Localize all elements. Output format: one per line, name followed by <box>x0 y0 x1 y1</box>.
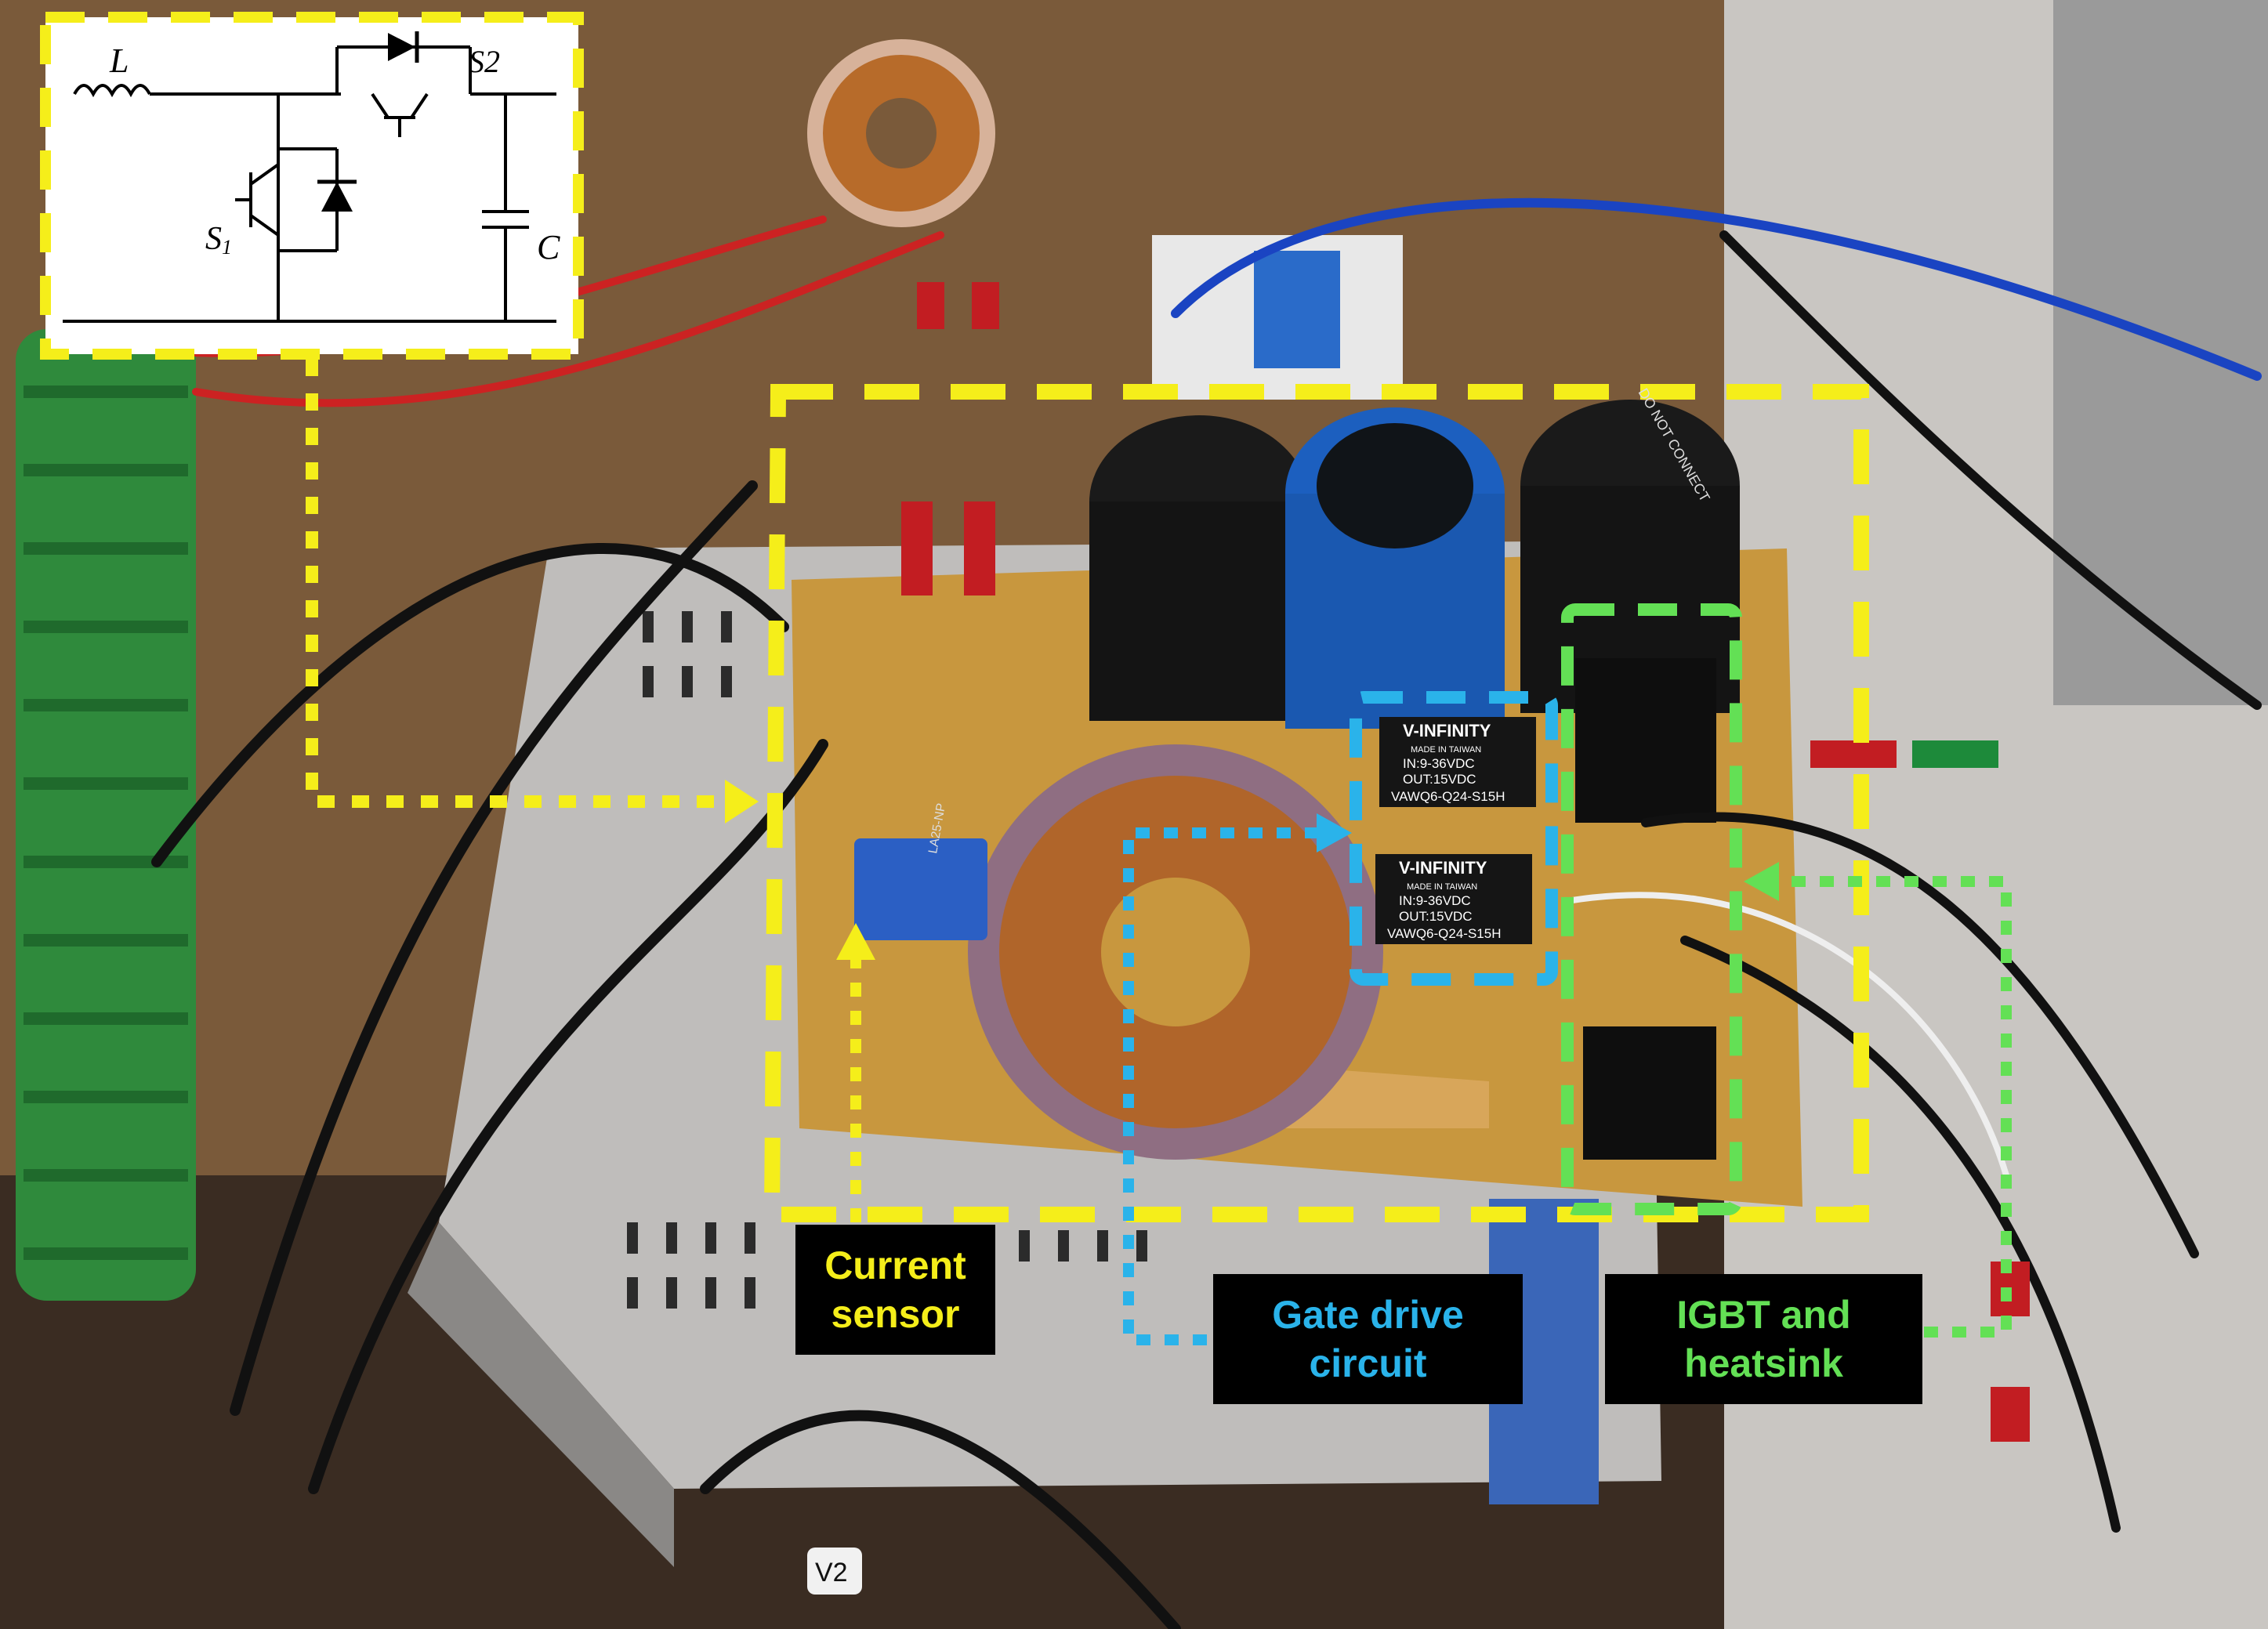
schematic-background <box>45 17 578 354</box>
label-switch1: S1 <box>205 221 232 259</box>
green-resistor <box>16 329 196 1301</box>
svg-text:OUT:15VDC: OUT:15VDC <box>1403 772 1476 787</box>
svg-text:VAWQ6-Q24-S15H: VAWQ6-Q24-S15H <box>1391 789 1505 804</box>
igbt-arrowhead <box>1744 862 1779 901</box>
label-capacitor: C <box>537 228 560 266</box>
breaker-switch <box>1254 251 1340 368</box>
svg-text:V-INFINITY: V-INFINITY <box>1399 858 1487 878</box>
igbt-highlight-box <box>1561 603 1742 1215</box>
schematic-wires <box>63 45 556 323</box>
igbt-label-line1: IGBT and <box>1676 1293 1851 1337</box>
toroid-background-hole <box>866 98 937 168</box>
label-switch2: S2 <box>469 44 500 79</box>
gate-driver-text-2: V-INFINITY MADE IN TAIWAN IN:9-36VDC OUT… <box>1387 858 1502 941</box>
capacitor-left-body <box>1089 501 1309 721</box>
current-sensor-label: Current sensor <box>795 1225 995 1355</box>
gate-drive-label-line1: Gate drive <box>1272 1293 1464 1337</box>
svg-text:IN:9-36VDC: IN:9-36VDC <box>1403 756 1475 771</box>
gate-driver-module-1 <box>1379 717 1536 807</box>
heatsink-top <box>1575 658 1716 823</box>
gate-drive-highlight-box <box>1350 691 1558 986</box>
gate-drive-pointer <box>1123 827 1317 1345</box>
schematic-connector-arrowhead <box>725 780 759 824</box>
board-highlight-outline <box>763 384 1869 1222</box>
enclosure-side <box>408 1222 674 1567</box>
gate-driver-text-1: V-INFINITY MADE IN TAIWAN IN:9-36VDC OUT… <box>1391 721 1505 804</box>
igbt-label: IGBT and heatsink <box>1605 1274 1922 1404</box>
toroid-hole <box>1101 878 1250 1026</box>
svg-text:IN:9-36VDC: IN:9-36VDC <box>1399 893 1471 908</box>
diode-s2 <box>388 33 415 61</box>
banana-plugs <box>901 282 2030 1442</box>
svg-text:V-INFINITY: V-INFINITY <box>1403 721 1491 740</box>
vent-holes <box>627 611 1147 1309</box>
schematic-connector-dotted <box>306 359 733 808</box>
current-sensor-label-line1: Current <box>824 1243 966 1287</box>
gate-driver-module-2 <box>1375 854 1532 944</box>
gate-drive-arrowhead <box>1317 813 1352 853</box>
right-panel <box>2053 0 2268 705</box>
capacitor-middle-top <box>1317 423 1473 548</box>
heatsink-bottom <box>1583 1026 1716 1160</box>
cable-tag-text: V2 <box>815 1558 848 1587</box>
schematic-inset: L S2 S1 C <box>40 12 584 360</box>
svg-text:VAWQ6-Q24-S15H: VAWQ6-Q24-S15H <box>1387 926 1502 941</box>
diode-s1 <box>321 182 353 212</box>
label-inductor: L <box>109 42 129 80</box>
igbt-label-line2: heatsink <box>1684 1341 1843 1385</box>
current-sensor-arrowhead <box>836 923 875 960</box>
svg-text:MADE IN TAIWAN: MADE IN TAIWAN <box>1411 745 1481 755</box>
schematic-border <box>40 12 584 360</box>
current-sensor-part <box>854 838 987 940</box>
igbt-pointer <box>1777 876 2012 1338</box>
svg-text:OUT:15VDC: OUT:15VDC <box>1399 909 1473 924</box>
gate-drive-label-line2: circuit <box>1309 1341 1427 1385</box>
svg-text:MADE IN TAIWAN: MADE IN TAIWAN <box>1407 882 1477 892</box>
cable-tag <box>807 1548 862 1595</box>
current-sensor-label-line2: sensor <box>831 1292 960 1336</box>
gate-drive-label: Gate drive circuit <box>1213 1274 1523 1404</box>
